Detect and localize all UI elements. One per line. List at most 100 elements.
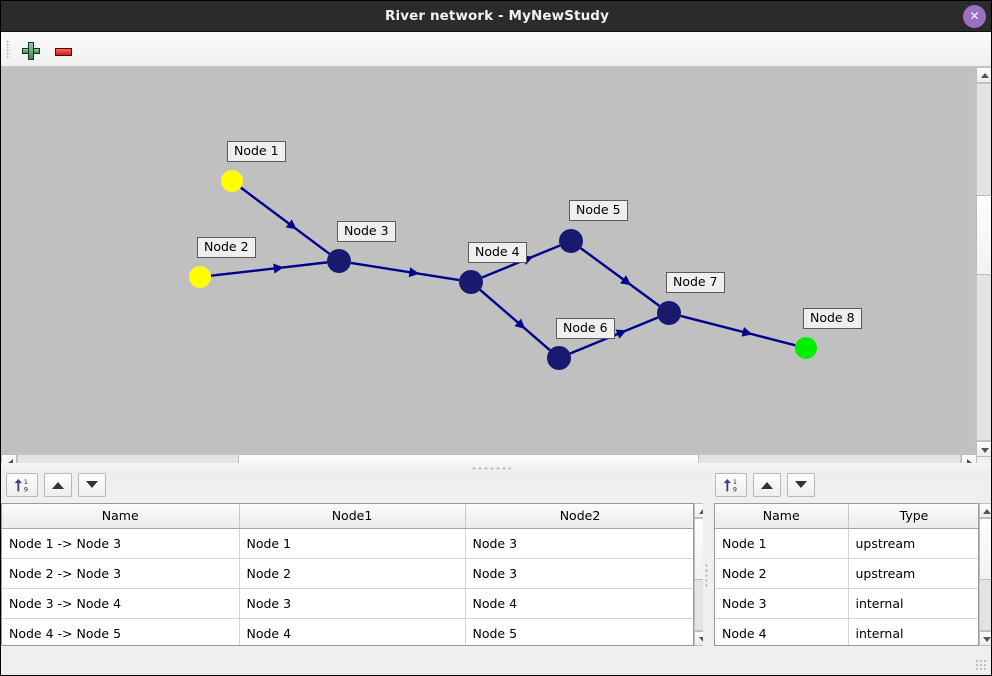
graph-node[interactable] (795, 337, 817, 359)
title-bar: River network - MyNewStudy ✕ (1, 1, 991, 32)
triangle-up-icon (761, 482, 773, 489)
table-cell[interactable]: internal (848, 618, 978, 645)
graph-node[interactable] (459, 270, 483, 294)
graph-node-label[interactable]: Node 4 (468, 242, 527, 263)
table-cell[interactable]: Node 2 -> Node 3 (2, 558, 240, 589)
table-cell[interactable]: Node 2 (715, 558, 849, 589)
graph-edge[interactable] (350, 261, 460, 282)
graph-node[interactable] (221, 170, 243, 192)
reaches-move-up-button[interactable] (44, 473, 72, 497)
nodes-scroll-down-button[interactable] (979, 631, 991, 646)
splitter-grip (705, 562, 708, 587)
nodes-scroll-up-button[interactable] (979, 503, 991, 518)
graph-node[interactable] (559, 229, 583, 253)
table-cell[interactable]: Node 4 (239, 618, 466, 645)
nodes-table-scrollbar[interactable] (979, 503, 991, 646)
toolbar-drag-handle[interactable] (6, 40, 10, 59)
graph-node-label[interactable]: Node 6 (556, 318, 615, 339)
nodes-sort-button[interactable]: 1 9 (715, 473, 747, 497)
table-cell[interactable]: Node 3 (465, 528, 693, 559)
nodes-move-down-button[interactable] (787, 473, 815, 497)
table-cell[interactable]: internal (848, 588, 978, 619)
table-cell[interactable]: Node 3 -> Node 4 (2, 588, 240, 619)
graph-node[interactable] (189, 266, 211, 288)
table-cell[interactable]: Node 4 (465, 588, 693, 619)
table-cell[interactable]: Node 2 (239, 558, 466, 589)
table-cell[interactable]: upstream (848, 558, 978, 589)
svg-text:1: 1 (733, 478, 737, 486)
graph-edge[interactable] (210, 261, 328, 277)
graph-vertical-scrollbar[interactable] (975, 67, 991, 457)
graph-edge[interactable] (240, 186, 331, 255)
column-header[interactable]: Node2 (465, 504, 693, 529)
table-cell[interactable]: Node 5 (465, 618, 693, 645)
table-cell[interactable]: Node 3 (239, 588, 466, 619)
reaches-move-down-button[interactable] (78, 473, 106, 497)
table-cell[interactable]: Node 1 -> Node 3 (2, 528, 240, 559)
graph-edge[interactable] (579, 247, 661, 307)
graph-edge[interactable] (479, 288, 551, 352)
graph-node-label[interactable]: Node 1 (227, 141, 286, 162)
close-button[interactable]: ✕ (963, 5, 986, 28)
graph-edge[interactable] (680, 314, 796, 347)
graph-node-label[interactable]: Node 7 (666, 272, 725, 293)
graph-node[interactable] (657, 301, 681, 325)
chevron-down-icon (981, 448, 989, 453)
table-cell[interactable]: Node 1 (715, 528, 849, 559)
svg-text:9: 9 (733, 485, 737, 493)
graph-node-label[interactable]: Node 3 (337, 221, 396, 242)
scroll-up-button[interactable] (976, 67, 991, 83)
nodes-move-up-button[interactable] (753, 473, 781, 497)
delete-node-button[interactable] (53, 41, 73, 61)
graph-vscroll-thumb[interactable] (976, 195, 991, 275)
add-node-button[interactable] (21, 41, 41, 61)
edge-arrow-icon (741, 326, 753, 337)
column-header[interactable]: Node1 (239, 504, 466, 529)
column-header[interactable]: Name (2, 504, 240, 529)
triangle-up-icon (52, 482, 64, 489)
table-cell[interactable]: Node 4 (715, 618, 849, 645)
edge-arrow-icon (408, 267, 420, 278)
table-cell[interactable]: upstream (848, 528, 978, 559)
column-header[interactable]: Name (715, 504, 849, 529)
network-graph-canvas[interactable]: Node 1 Node 2 Node 3 Node 4 Node 5 Node 6 Node… (1, 67, 991, 457)
triangle-down-icon (795, 481, 807, 488)
table-cell[interactable]: Node 3 (465, 558, 693, 589)
graph-toolbar (1, 32, 991, 67)
close-icon: ✕ (969, 9, 980, 23)
scroll-down-button[interactable] (976, 441, 991, 457)
edge-arrow-icon (615, 329, 627, 339)
column-header[interactable]: Type (848, 504, 978, 529)
graph-node-label[interactable]: Node 5 (569, 200, 628, 221)
reaches-sort-button[interactable]: 1 9 (6, 473, 38, 497)
chevron-up-icon (981, 73, 989, 78)
graph-node[interactable] (327, 249, 351, 273)
graph-node[interactable] (547, 346, 571, 370)
svg-text:9: 9 (24, 485, 28, 493)
nodes-scroll-thumb[interactable] (979, 518, 991, 580)
table-cell[interactable]: Node 3 (715, 588, 849, 619)
horizontal-splitter[interactable] (1, 463, 991, 473)
window-resize-grip[interactable] (975, 659, 988, 672)
table-cell[interactable]: Node 4 -> Node 5 (2, 618, 240, 645)
vertical-splitter[interactable] (703, 473, 710, 675)
graph-node-label[interactable]: Node 2 (197, 237, 256, 258)
graph-node-label[interactable]: Node 8 (803, 308, 862, 329)
table-cell[interactable]: Node 1 (239, 528, 466, 559)
